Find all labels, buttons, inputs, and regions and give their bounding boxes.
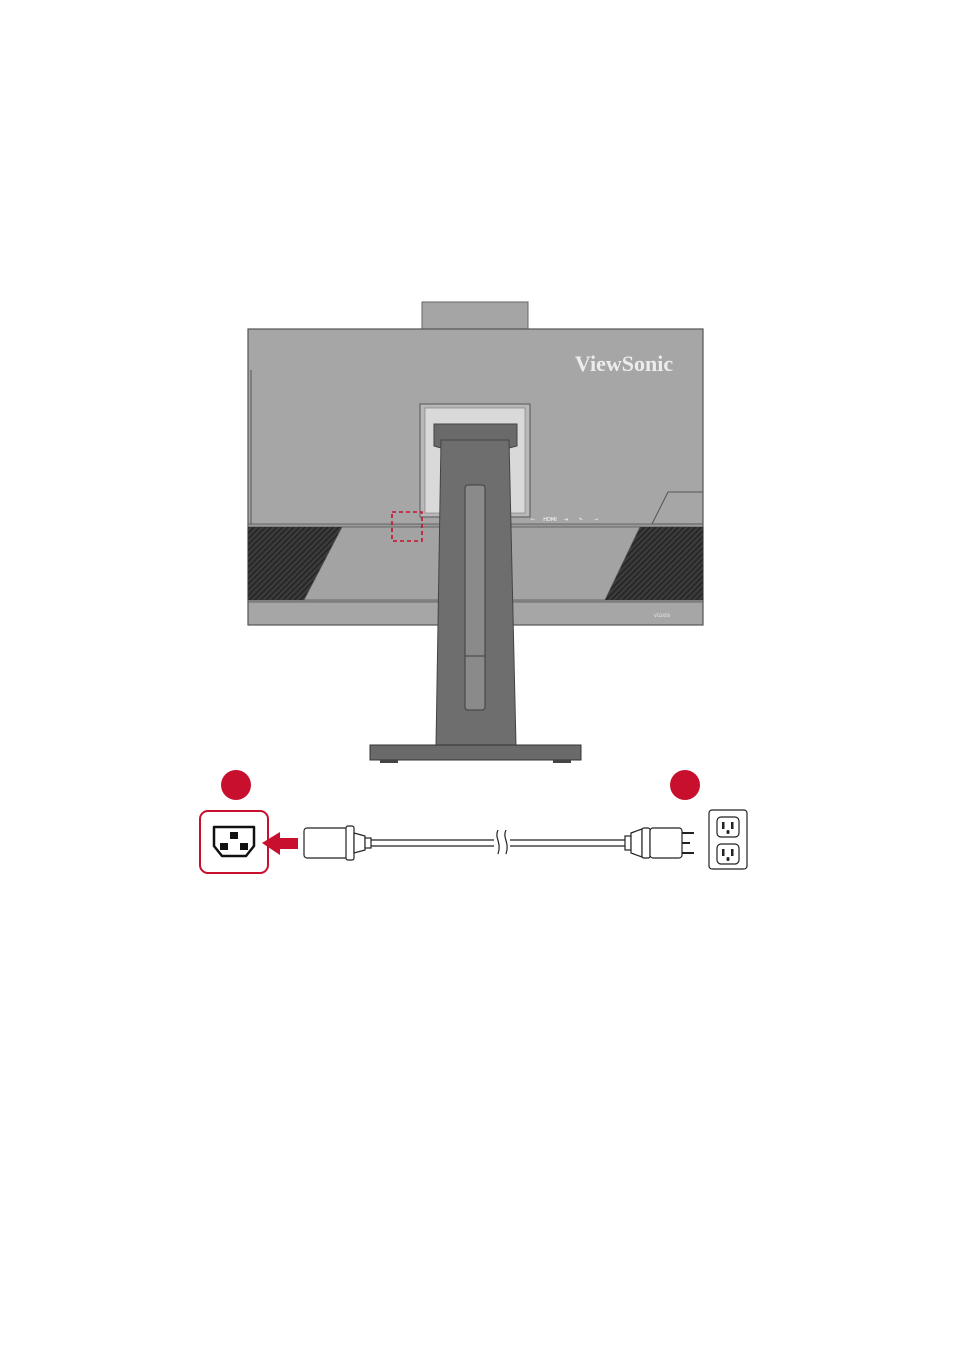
iec-c14-inlet-icon [200, 811, 268, 873]
step-badge-2 [670, 770, 700, 800]
wall-outlet-icon [709, 810, 747, 869]
model-label: VG2456 [654, 613, 670, 618]
port-label: ⇥ [564, 517, 568, 523]
port-label: HDMI [543, 517, 556, 523]
stand-base [370, 745, 581, 760]
power-cable-icon [304, 826, 694, 860]
brand-logo: ViewSonic [575, 351, 673, 376]
step-badge-1 [221, 770, 251, 800]
monitor-top-block [422, 302, 528, 330]
port-label: ⇢ [594, 517, 598, 523]
port-label: ⬑ [579, 517, 583, 523]
port-label: ⇠ [531, 517, 535, 523]
cable-management-slot [465, 485, 485, 710]
monitor-rear-view: ViewSonic ⇠ HDMI ⇥ ⬑ ⇢ VG2456 [248, 302, 703, 763]
